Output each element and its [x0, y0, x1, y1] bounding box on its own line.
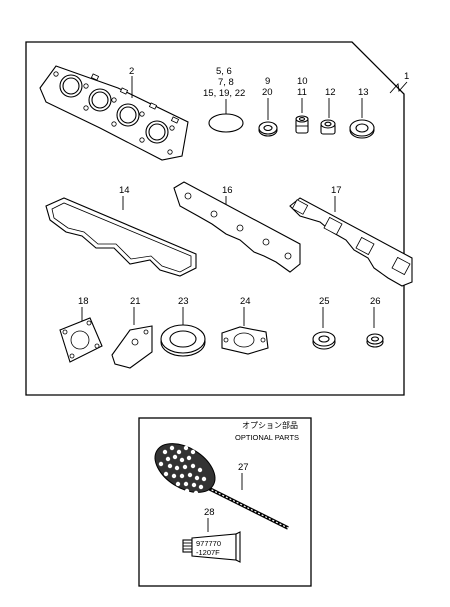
callout-11: 11: [297, 87, 307, 98]
washer-9-20: [258, 121, 278, 137]
tube-label-line2: -1207F: [196, 548, 220, 557]
callout-13: 13: [358, 87, 369, 98]
callout-16: 16: [222, 185, 233, 196]
callout-12: 12: [325, 87, 336, 98]
callout-25: 25: [319, 296, 330, 307]
optional-parts-frame: [138, 417, 312, 587]
tube-label-line1: 977770: [196, 539, 221, 548]
callout-15-19-22: 15, 19, 22: [203, 88, 245, 99]
callout-1: 1: [404, 71, 409, 82]
washer-25: [312, 331, 336, 350]
callout-24: 24: [240, 296, 251, 307]
callout-7-8: 7, 8: [218, 77, 234, 88]
sealant-tube-28: [182, 531, 241, 563]
washer-26: [366, 333, 384, 348]
hone-brush-27: [154, 443, 289, 530]
optional-parts-title-jp: オプション部品: [242, 420, 298, 430]
callout-14: 14: [119, 185, 130, 196]
callout-28: 28: [204, 507, 215, 518]
head-gasket: [39, 65, 189, 161]
callout-18: 18: [78, 296, 89, 307]
optional-parts-title-en: OPTIONAL PARTS: [235, 433, 299, 442]
callout-2: 2: [129, 66, 134, 77]
callout-21: 21: [130, 296, 141, 307]
callout-10: 10: [297, 76, 308, 87]
o-ring: [208, 113, 244, 133]
callout-20: 20: [262, 87, 273, 98]
intake-manifold-gasket: [289, 197, 413, 287]
bracket-gasket-21: [111, 325, 153, 369]
oval-gasket-24: [221, 326, 269, 355]
ring-gasket-23: [160, 324, 206, 357]
exhaust-manifold-gasket: [173, 181, 301, 273]
valve-stem-seal: [295, 115, 309, 134]
callout-23: 23: [178, 296, 189, 307]
flange-gasket-18: [59, 317, 103, 363]
callout-27: 27: [238, 462, 249, 473]
oil-seal-13: [349, 119, 375, 139]
kit-frame: [25, 41, 405, 396]
callout-17: 17: [331, 185, 342, 196]
callout-9: 9: [265, 76, 270, 87]
seal-12: [320, 119, 336, 135]
callout-26: 26: [370, 296, 381, 307]
callout-5-6: 5, 6: [216, 66, 232, 77]
rocker-cover-gasket: [45, 197, 197, 277]
